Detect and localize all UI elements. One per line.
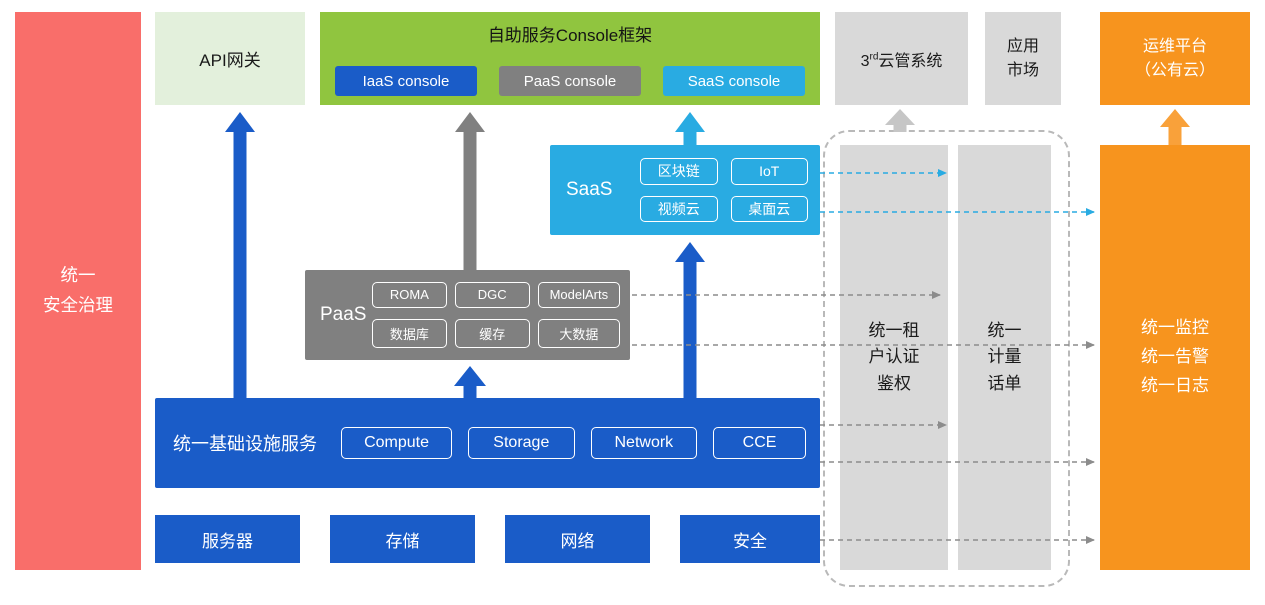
security-governance-label: 统一 安全治理 [43, 265, 113, 315]
saas-console-button: SaaS console [663, 66, 805, 96]
paas-layer-box: PaaS ROMA DGC ModelArts 数据库 缓存 大数据 [305, 270, 630, 360]
infra-service-cce: CCE [713, 427, 806, 459]
tenant-services-dashed-container [823, 130, 1070, 587]
paas-service-dgc: DGC [454, 282, 530, 308]
arrow-infra-to-saas [675, 242, 705, 398]
infra-service-network: Network [590, 427, 698, 459]
third-party-cloud-mgmt-label: 3rd云管系统 [861, 47, 943, 71]
paas-service-database: 数据库 [372, 318, 447, 348]
saas-service-desktop-cloud: 桌面云 [730, 195, 808, 222]
paas-service-roma: ROMA [372, 282, 447, 308]
hardware-storage-label: 存储 [385, 531, 420, 551]
hardware-storage-box: 存储 [330, 515, 475, 563]
api-gateway-box: API网关 [155, 12, 305, 105]
arrow-auth-to-third-party-cloud [885, 109, 915, 132]
saas-layer-label: SaaS [566, 179, 613, 200]
paas-services-grid: ROMA DGC ModelArts 数据库 缓存 大数据 [372, 282, 620, 348]
saas-services-grid: 区块链 IoT 视频云 桌面云 [640, 158, 808, 222]
console-buttons-row: IaaS console PaaS console SaaS console [335, 66, 805, 96]
console-frame-box: 自助服务Console框架 IaaS console PaaS console … [320, 12, 820, 105]
saas-service-iot: IoT [730, 158, 808, 185]
infrastructure-services-row: Compute Storage Network CCE [341, 427, 806, 459]
api-gateway-label: API网关 [199, 51, 261, 70]
om-platform-box: 运维平台 （公有云） [1100, 12, 1250, 105]
saas-service-video-cloud: 视频云 [640, 195, 718, 222]
arrow-infra-to-paas [454, 366, 486, 398]
infra-service-compute: Compute [341, 427, 453, 459]
arrow-infra-to-api-gateway [225, 112, 255, 398]
arrow-monitoring-to-om-platform [1160, 109, 1190, 145]
third-party-superscript: rd [869, 51, 879, 63]
console-frame-title: 自助服务Console框架 [487, 26, 653, 45]
metering-pillar-label: 统一 计量 话单 [987, 320, 1022, 393]
app-market-box: 应用 市场 [985, 12, 1061, 105]
hardware-security-box: 安全 [680, 515, 820, 563]
auth-pillar-label: 统一租 户认证 鉴权 [868, 320, 920, 393]
infrastructure-layer-box: 统一基础设施服务 Compute Storage Network CCE [155, 398, 820, 488]
hardware-server-box: 服务器 [155, 515, 300, 563]
om-platform-label: 运维平台 （公有云） [1134, 37, 1215, 79]
third-party-cloud-mgmt-box: 3rd云管系统 [835, 12, 968, 105]
monitoring-pillar-label: 统一监控 统一告警 统一日志 [1141, 318, 1209, 395]
paas-service-modelarts: ModelArts [537, 282, 620, 308]
saas-layer-box: SaaS 区块链 IoT 视频云 桌面云 [550, 145, 820, 235]
paas-layer-label: PaaS [320, 304, 367, 325]
third-party-prefix: 3 [860, 52, 870, 70]
third-party-suffix: 云管系统 [878, 52, 943, 70]
hardware-network-label: 网络 [560, 531, 595, 551]
auth-pillar: 统一租 户认证 鉴权 [840, 145, 948, 570]
infra-service-storage: Storage [468, 427, 575, 459]
iaas-console-button: IaaS console [335, 66, 477, 96]
hardware-security-label: 安全 [733, 531, 767, 551]
monitoring-pillar: 统一监控 统一告警 统一日志 [1100, 145, 1250, 570]
metering-pillar: 统一 计量 话单 [958, 145, 1051, 570]
hardware-network-box: 网络 [505, 515, 650, 563]
paas-service-bigdata: 大数据 [537, 318, 620, 348]
infrastructure-layer-label: 统一基础设施服务 [173, 434, 317, 454]
arrow-saas-to-console [675, 112, 705, 145]
paas-service-cache: 缓存 [454, 318, 530, 348]
saas-service-blockchain: 区块链 [640, 158, 718, 185]
app-market-label: 应用 市场 [1006, 37, 1039, 79]
security-governance-bar: 统一 安全治理 [15, 12, 141, 570]
arrow-paas-to-console [455, 112, 485, 270]
paas-console-button: PaaS console [499, 66, 641, 96]
hardware-server-label: 服务器 [202, 531, 253, 551]
